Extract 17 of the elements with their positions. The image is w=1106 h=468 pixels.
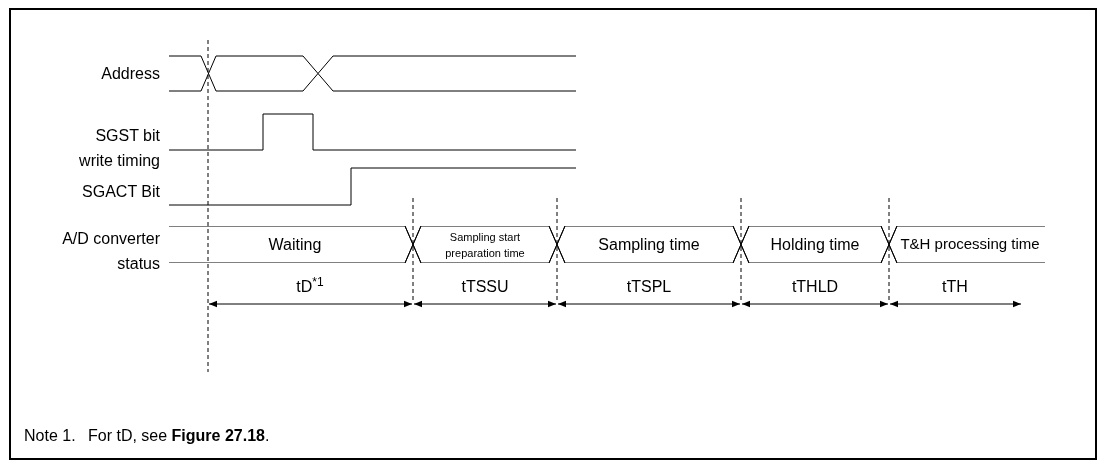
state-label: Sampling time [597,234,701,255]
signal-name: Address [100,64,160,84]
timing-symbol: tTSPL [625,277,673,297]
timing-symbol: tTHLD [790,277,840,297]
state-label: Sampling start preparation time [444,229,526,261]
state-label: Holding time [769,234,861,255]
state-segment [881,226,1045,263]
timing-symbol: tD$^{*1}$ [295,274,325,297]
signal-name: SGST bit write timing [78,126,160,171]
state-label: Waiting [267,234,323,255]
signal-name: A/D converter status [61,229,160,274]
signal-name: SGACT Bit [81,182,160,202]
note-number: Note 1. [24,426,77,446]
timing-symbol: tTSSU [460,277,510,297]
timing-symbol: tTH [941,277,969,297]
note-text: For tD, see Figure 27.18. [88,426,271,446]
state-label: T&H processing time [899,234,1040,255]
